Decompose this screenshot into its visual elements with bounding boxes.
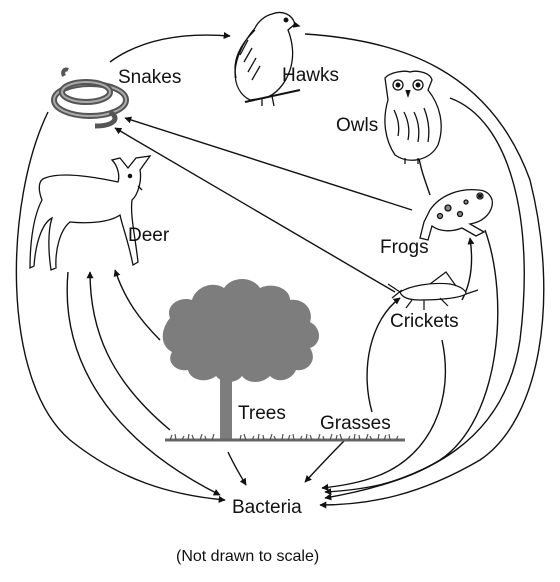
caption-not-to-scale: (Not drawn to scale) — [176, 548, 320, 565]
arrow-grasses-to-crickets — [366, 297, 401, 413]
label-snakes: Snakes — [118, 67, 182, 88]
owl-icon — [384, 70, 442, 164]
arrow-frogs-to-snakes — [124, 116, 413, 211]
label-trees: Trees — [238, 403, 286, 424]
hawk-icon — [234, 11, 301, 107]
label-owls: Owls — [336, 115, 379, 136]
arrow-frogs-to-bacteria — [324, 229, 499, 496]
frog-icon — [419, 189, 494, 241]
arrow-trees-to-deer-2 — [86, 271, 171, 431]
arrow-snakes-to-bacteria — [15, 111, 226, 503]
label-hawks: Hawks — [282, 65, 340, 86]
label-bacteria: Bacteria — [232, 497, 302, 518]
arrow-crickets-to-snakes — [114, 127, 396, 293]
arrow-trees-to-bacteria — [227, 451, 247, 486]
cricket-icon — [387, 271, 479, 310]
label-deer: Deer — [128, 225, 170, 246]
arrow-hawks-to-bacteria — [304, 33, 545, 509]
grass-icon — [165, 433, 405, 442]
tree-icon — [162, 279, 319, 440]
energy-flow-arrows — [15, 32, 545, 509]
arrow-snakes-to-hawks — [109, 32, 231, 63]
snake-icon — [51, 67, 129, 129]
label-crickets: Crickets — [390, 311, 459, 332]
arrow-trees-to-deer — [113, 269, 161, 341]
arrow-grasses-to-bacteria — [304, 439, 346, 483]
label-frogs: Frogs — [380, 237, 429, 258]
deer-icon — [29, 155, 152, 271]
arrow-crickets-to-bacteria — [321, 339, 446, 491]
label-grasses: Grasses — [320, 413, 391, 434]
arrow-deer-to-bacteria — [66, 271, 221, 496]
